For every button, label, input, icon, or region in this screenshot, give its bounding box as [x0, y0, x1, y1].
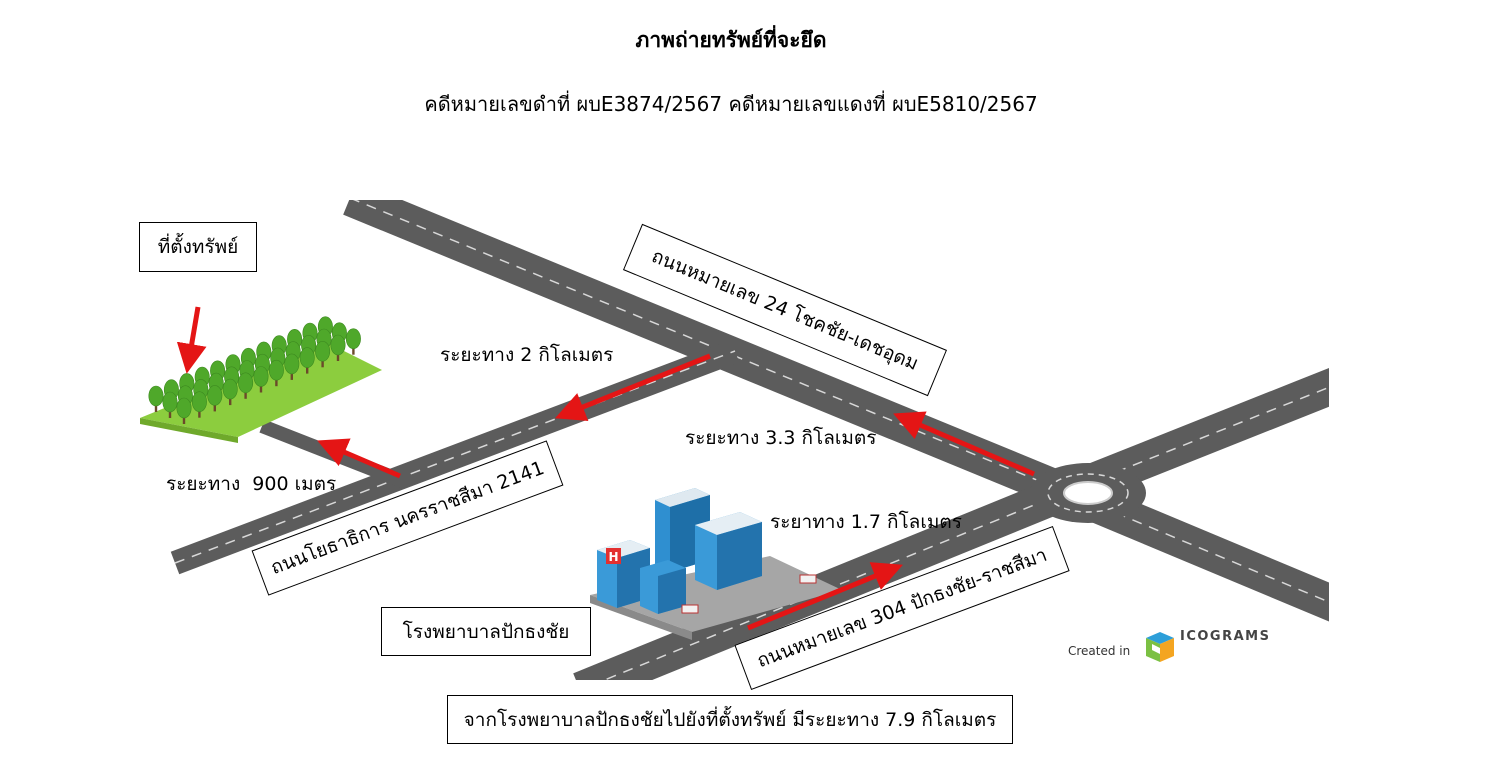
- tree-group: [148, 316, 361, 424]
- tree-icon: [162, 391, 178, 413]
- distance-1-7km-label: ระยาทาง 1.7 กิโลเมตร: [770, 511, 962, 533]
- tree-trunk: [198, 409, 201, 418]
- tree-trunk: [244, 390, 247, 399]
- icograms-cube-icon: [1146, 632, 1174, 662]
- distance-3-3km-label: ระยะทาง 3.3 กิโลเมตร: [685, 427, 877, 449]
- hospital-box: โรงพยาบาลปักธงชัย: [381, 607, 591, 656]
- tree-trunk: [321, 359, 324, 368]
- tree-icon: [253, 366, 269, 387]
- road-24: [343, 200, 1073, 509]
- arrow-3-3km: [893, 411, 1035, 477]
- distance-900m-label: ระยะทาง 900 เมตร: [166, 473, 337, 495]
- tree-trunk: [336, 353, 340, 361]
- tree-trunk: [352, 346, 355, 355]
- icograms-logo: Created in ICOGRAMS: [1068, 628, 1298, 664]
- summary-box: จากโรงพยาบาลปักธงชัยไปยังที่ตั้งทรัพย์ ม…: [447, 695, 1013, 744]
- hospital-label: โรงพยาบาลปักธงชัย: [402, 620, 570, 643]
- tree-icon: [284, 353, 300, 375]
- arrow-900m: [317, 438, 401, 479]
- tree-trunk: [168, 410, 172, 418]
- tree-icon: [315, 340, 331, 362]
- tree-trunk: [290, 371, 293, 380]
- page-title: ภาพถ่ายทรัพย์ที่จะยึด: [635, 28, 827, 52]
- tree-trunk: [259, 384, 263, 393]
- tree-icon: [238, 372, 254, 394]
- distance-2km-label: ระยะทาง 2 กิโลเมตร: [440, 344, 614, 366]
- arrow-2km: [555, 353, 711, 421]
- tree-trunk: [213, 403, 216, 412]
- roundabout: [1030, 463, 1146, 523]
- tree-icon: [207, 385, 223, 406]
- tree-icon: [299, 347, 315, 368]
- tree-icon: [148, 385, 164, 407]
- tree-trunk: [154, 404, 158, 412]
- tree-trunk: [182, 416, 186, 424]
- property-location-box: ที่ตั้งทรัพย์: [139, 222, 257, 272]
- tree-icon: [268, 359, 284, 381]
- tree-trunk: [275, 378, 278, 387]
- hospital-h-sign: H: [608, 550, 618, 564]
- property-location-label: ที่ตั้งทรัพย์: [157, 236, 239, 258]
- tree-icon: [345, 328, 361, 350]
- logo-created-in: Created in: [1068, 644, 1131, 658]
- tree-icon: [222, 378, 238, 400]
- arrow-to-property: [176, 306, 207, 374]
- summary-label: จากโรงพยาบาลปักธงชัยไปยังที่ตั้งทรัพย์ ม…: [463, 708, 997, 731]
- tree-trunk: [229, 397, 232, 406]
- arrow-1-7km: [747, 562, 903, 631]
- tree-trunk: [306, 365, 309, 374]
- logo-brand: ICOGRAMS: [1180, 629, 1271, 644]
- property-tree-plot: [140, 316, 382, 443]
- route-arrows: [176, 306, 1035, 631]
- tree-icon: [191, 391, 207, 413]
- hospital-building-icon: H: [590, 488, 842, 640]
- case-number-subtitle: คดีหมายเลขดำที่ ผบE3874/2567 คดีหมายเลขแ…: [424, 92, 1038, 116]
- road-2141: [170, 339, 740, 575]
- tree-icon: [176, 397, 192, 419]
- tree-icon: [330, 334, 346, 356]
